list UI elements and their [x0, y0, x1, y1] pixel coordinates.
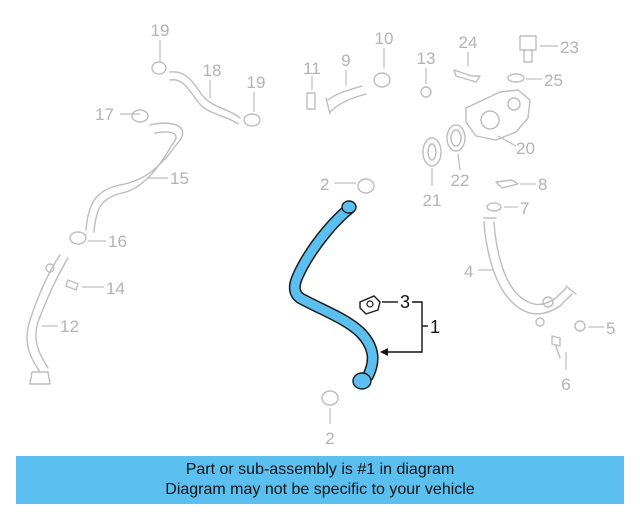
callout-2-bottom: 2	[325, 429, 334, 448]
callout-1: 1	[430, 317, 440, 337]
part-2-clamp-bottom	[321, 390, 339, 424]
part-14-bolt	[65, 279, 79, 291]
banner-line-2: Diagram may not be specific to your vehi…	[165, 481, 475, 498]
part-23-sensor	[519, 35, 558, 63]
part-13-washer	[420, 86, 432, 98]
part-16-clamp	[69, 231, 87, 245]
part-19-clamp-left	[151, 40, 167, 75]
callout-13: 13	[417, 49, 436, 68]
callout-7: 7	[520, 199, 529, 218]
part-18-hose	[169, 71, 241, 125]
callout-20: 20	[516, 139, 535, 158]
callout-19-left: 19	[151, 21, 170, 40]
info-banner: Part or sub-assembly is #1 in diagram Di…	[16, 456, 624, 504]
part-5-nut	[574, 320, 586, 332]
part-12-pipe	[26, 254, 69, 385]
part-1-hose[interactable]	[288, 200, 379, 390]
callout-12: 12	[60, 317, 79, 336]
part-24-clip	[453, 69, 481, 83]
callout-6: 6	[561, 375, 570, 394]
part-15-pipe	[85, 122, 184, 233]
part-20-housing	[465, 89, 531, 147]
part-7-oring	[486, 202, 502, 212]
callout-15: 15	[170, 169, 189, 188]
part-2-clamp-top	[334, 178, 375, 194]
parts-diagram: 19 18 19 17 15 16 14 12 11	[26, 21, 615, 448]
callout-5: 5	[606, 319, 615, 338]
part-19-clamp-right	[243, 92, 261, 127]
callout-10: 10	[375, 29, 394, 48]
callout-14: 14	[106, 279, 125, 298]
part-6-bolt	[551, 335, 567, 370]
banner-line-1: Part or sub-assembly is #1 in diagram	[185, 461, 455, 478]
callout-1-bracket	[380, 301, 428, 356]
part-3-clamp	[359, 295, 398, 315]
callout-22: 22	[451, 171, 470, 190]
part-8-clip	[495, 179, 519, 189]
callout-25: 25	[544, 71, 563, 90]
part-10-clamp	[373, 72, 391, 88]
callout-18: 18	[203, 61, 222, 80]
part-17-clamp	[131, 109, 149, 123]
callout-9: 9	[341, 51, 350, 70]
callout-8: 8	[538, 175, 547, 194]
callout-23: 23	[560, 38, 579, 57]
callout-16: 16	[108, 232, 127, 251]
part-4-pipe	[478, 217, 577, 327]
part-22-oring	[446, 124, 466, 171]
callout-24: 24	[459, 33, 478, 52]
callout-21: 21	[423, 191, 442, 210]
callout-2-top: 2	[320, 175, 329, 194]
part-9-hose	[325, 70, 367, 115]
callout-3: 3	[400, 292, 410, 312]
part-25-oring	[507, 73, 525, 83]
part-21-gasket	[422, 137, 442, 186]
callout-11: 11	[303, 59, 321, 78]
callout-4: 4	[464, 262, 473, 281]
callout-19-right: 19	[247, 73, 266, 92]
part-11-sensor	[306, 76, 316, 110]
callout-17: 17	[95, 105, 114, 124]
